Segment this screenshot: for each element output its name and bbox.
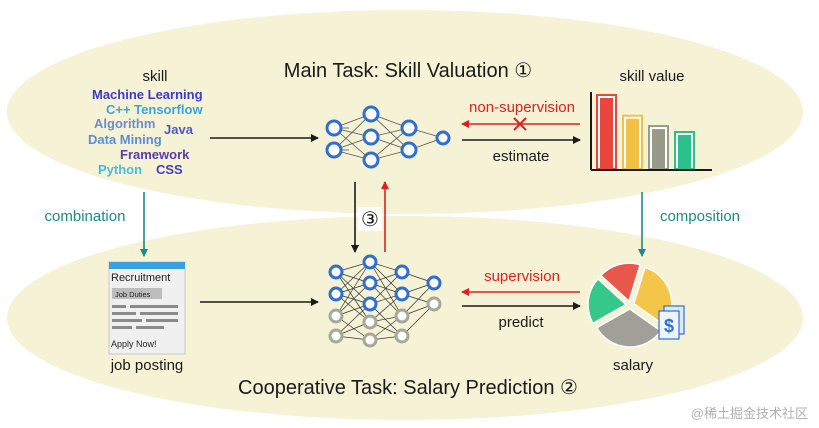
exchange-marker-bg bbox=[358, 207, 382, 231]
skill-word: Algorithm bbox=[94, 116, 155, 131]
bottom-nn-gray-nodes bbox=[328, 296, 442, 348]
skill-word: CSS bbox=[156, 162, 183, 177]
skill-word: Python bbox=[98, 162, 142, 177]
non-supervision-label: non-supervision bbox=[469, 99, 575, 116]
salary-pie-slice bbox=[587, 277, 628, 325]
salary-pie-chart bbox=[587, 262, 673, 348]
bottom-nn-blue-nodes bbox=[328, 254, 442, 312]
doc-title: Recruitment bbox=[111, 272, 170, 284]
skill-word: Data Mining bbox=[88, 132, 162, 147]
dollar-bill-icon: $ bbox=[658, 305, 685, 340]
estimate-label: estimate bbox=[493, 148, 550, 165]
skill-value-bar-fill bbox=[652, 129, 665, 169]
salary-pie-slice bbox=[599, 262, 642, 303]
coop-task-title: Cooperative Task: Salary Prediction ② bbox=[238, 377, 578, 399]
combination-label: combination bbox=[45, 208, 126, 225]
dollar-icon: $ bbox=[664, 316, 674, 336]
skill-value-bar-fill bbox=[626, 118, 639, 169]
skill-word: Framework bbox=[120, 147, 190, 162]
main-task-title: Main Task: Skill Valuation ① bbox=[284, 60, 532, 82]
skill-label: skill bbox=[143, 68, 168, 85]
job-posting-document: Recruitment Job Duties Apply Now! bbox=[108, 261, 186, 355]
doc-footer: Apply Now! bbox=[111, 339, 157, 349]
skill-word-cloud: Machine Learning C++ Tensorflow Algorith… bbox=[88, 87, 203, 177]
job-posting-label: job posting bbox=[110, 357, 184, 374]
skill-value-bar-fill bbox=[600, 98, 613, 169]
cross-mark-icon bbox=[513, 117, 527, 131]
skill-value-chart bbox=[590, 92, 712, 171]
skill-value-label: skill value bbox=[619, 68, 684, 85]
skill-value-bar-fill bbox=[678, 135, 691, 169]
salary-label: salary bbox=[613, 357, 654, 374]
salary-pie-slice bbox=[595, 308, 662, 348]
supervision-label: supervision bbox=[484, 268, 560, 285]
skill-word: Java bbox=[164, 122, 194, 137]
skill-word: C++ Tensorflow bbox=[106, 102, 203, 117]
watermark: @稀土掘金技术社区 bbox=[691, 406, 808, 421]
composition-label: composition bbox=[660, 208, 740, 225]
doc-section: Job Duties bbox=[115, 290, 151, 299]
skill-word: Machine Learning bbox=[92, 87, 203, 102]
exchange-marker: ③ bbox=[361, 209, 379, 231]
top-nn-nodes bbox=[325, 105, 451, 169]
predict-label: predict bbox=[498, 314, 544, 331]
